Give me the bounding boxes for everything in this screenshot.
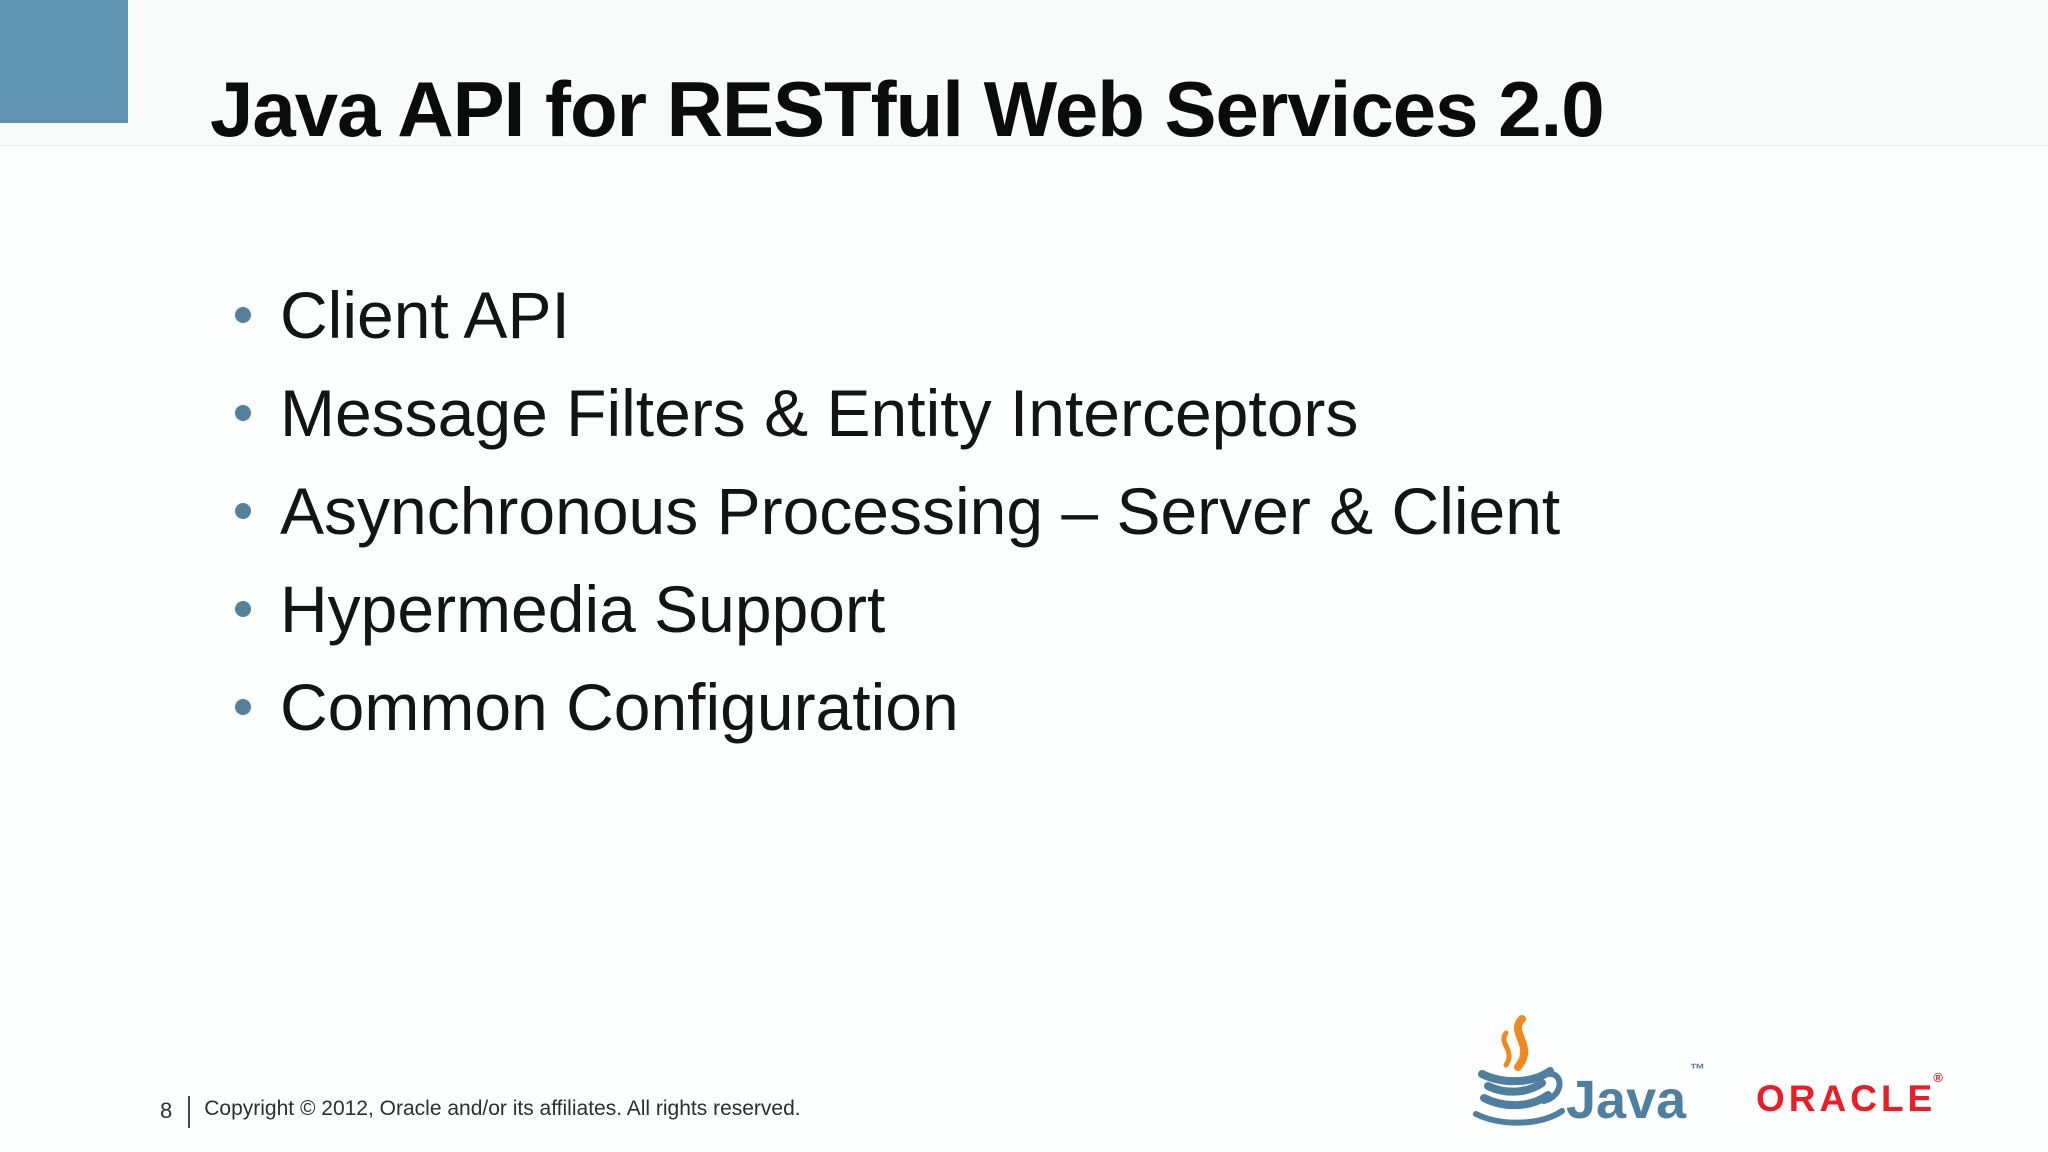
java-logo-graphic: Java ™ <box>1473 1015 1705 1130</box>
steam-icon <box>1501 1015 1529 1071</box>
header-band <box>0 0 2048 146</box>
bullet-dot-icon <box>235 699 251 715</box>
bullet-text: Client API <box>280 278 570 352</box>
list-item: Common Configuration <box>235 658 1560 756</box>
bullet-dot-icon <box>235 307 251 323</box>
bullet-list: Client API Message Filters & Entity Inte… <box>235 266 1560 756</box>
bullet-dot-icon <box>235 405 251 421</box>
coffee-cup-icon <box>1473 1067 1565 1126</box>
oracle-logo: ORACLE® <box>1756 1070 1946 1120</box>
oracle-wordmark: ORACLE <box>1756 1078 1937 1119</box>
list-item: Hypermedia Support <box>235 560 1560 658</box>
bullet-text: Common Configuration <box>280 670 959 744</box>
corner-accent-square <box>0 0 128 123</box>
list-item: Client API <box>235 266 1560 364</box>
bullet-dot-icon <box>235 601 251 617</box>
java-wordmark: Java <box>1566 1070 1687 1130</box>
bullet-dot-icon <box>235 503 251 519</box>
java-logo: Java ™ <box>1466 1012 1716 1143</box>
page-number: 8 <box>160 1098 173 1123</box>
bullet-text: Message Filters & Entity Interceptors <box>280 376 1359 450</box>
registered-symbol: ® <box>1933 1069 1943 1085</box>
java-trademark-symbol: ™ <box>1690 1061 1705 1078</box>
copyright-text: Copyright © 2012, Oracle and/or its affi… <box>204 1097 801 1120</box>
bullet-text: Hypermedia Support <box>280 572 886 646</box>
page-title: Java API for RESTful Web Services 2.0 <box>210 65 1605 153</box>
slide-footer: 8 Copyright © 2012, Oracle and/or its af… <box>160 1092 801 1128</box>
list-item: Message Filters & Entity Interceptors <box>235 364 1560 462</box>
footer-divider <box>188 1096 191 1128</box>
list-item: Asynchronous Processing – Server & Clien… <box>235 462 1560 560</box>
bullet-text: Asynchronous Processing – Server & Clien… <box>280 474 1561 548</box>
